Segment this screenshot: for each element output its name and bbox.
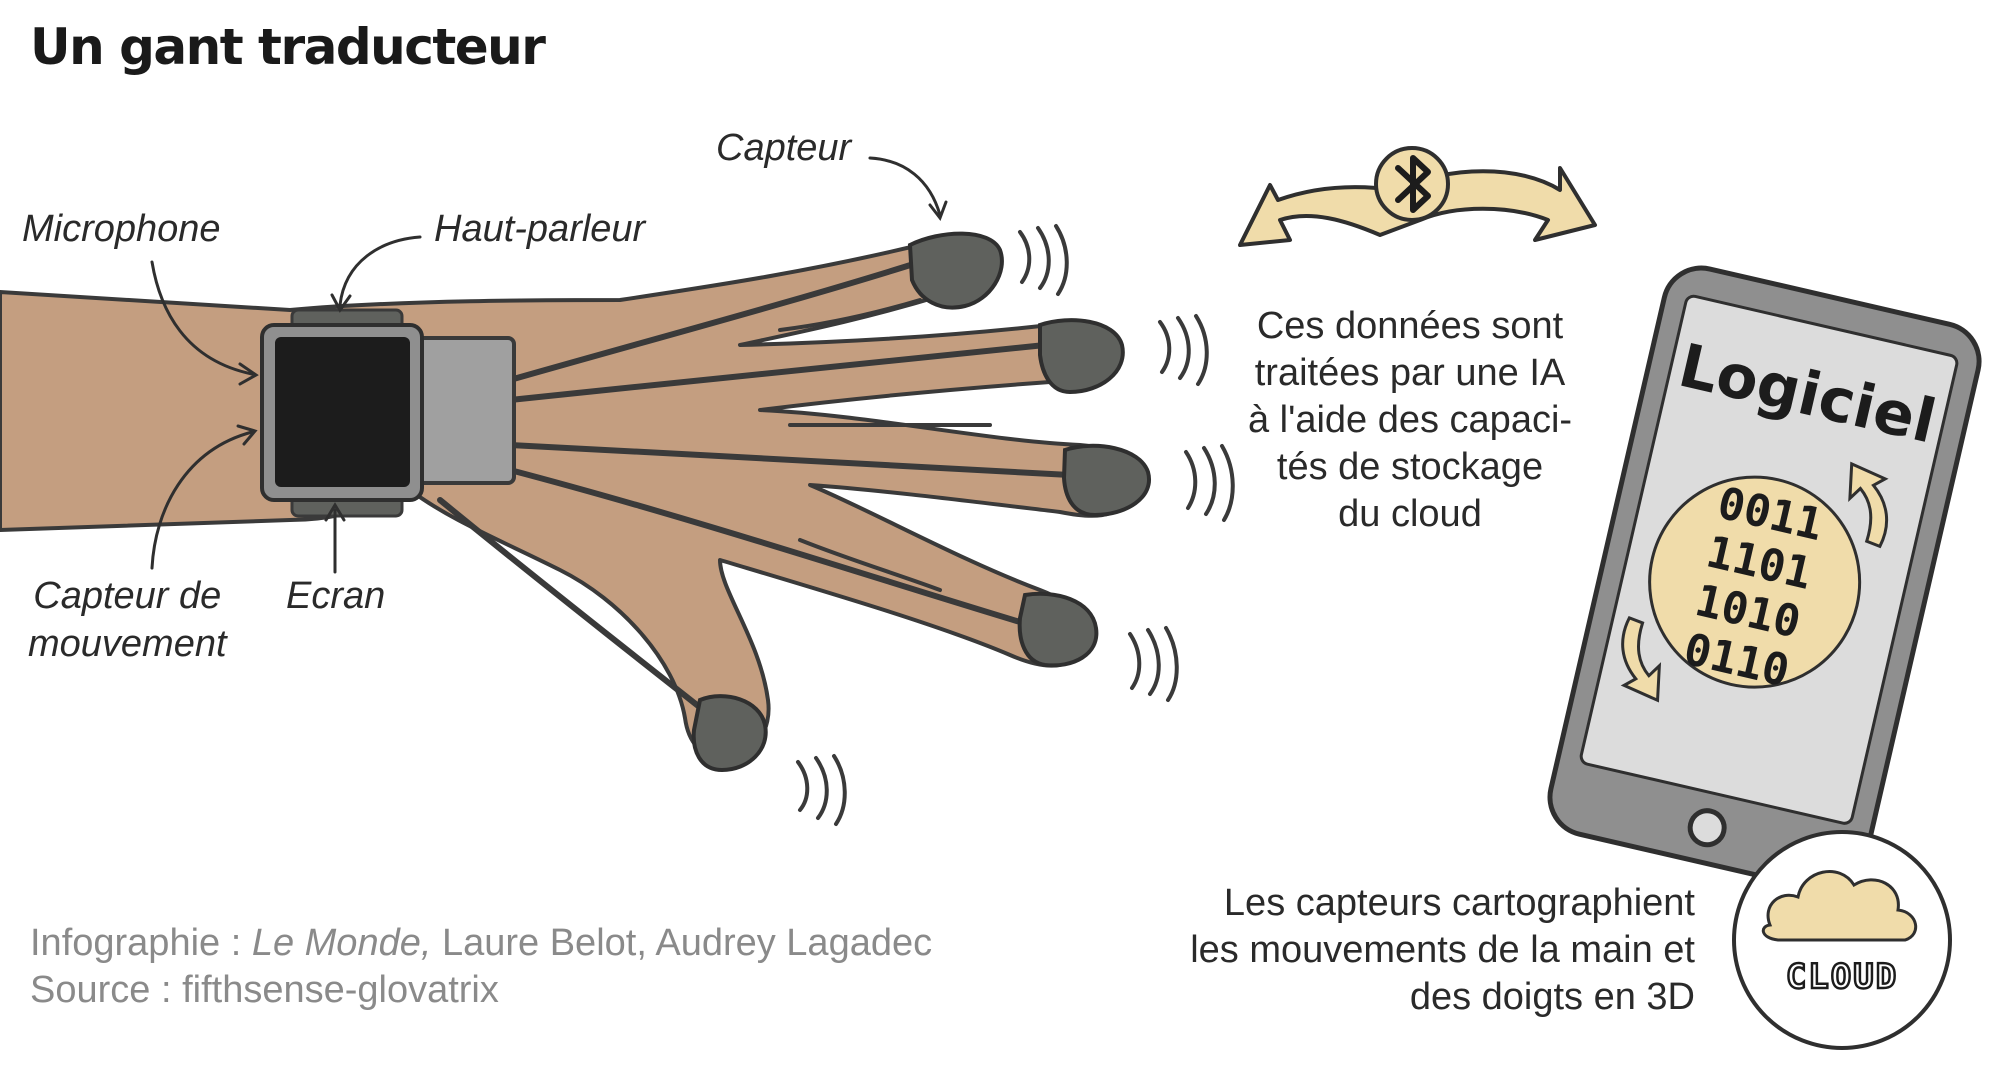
info-line: du cloud [1338, 493, 1482, 535]
phone-home-button [1687, 808, 1727, 848]
label-capteur-mouvement-line1: Capteur de [33, 575, 222, 617]
cloud-badge-label: CLOUD [1786, 957, 1898, 997]
sensor-ring [1061, 443, 1152, 518]
credits-publication: Le Monde, [251, 922, 432, 964]
sensor-thumb [691, 694, 768, 773]
info-line: les mouvements de la main et [1190, 929, 1695, 971]
sensor-pinky [1017, 591, 1099, 668]
label-capteur-mouvement-line2: mouvement [28, 623, 227, 665]
sensor-middle [1038, 318, 1125, 395]
label-capteur: Capteur [716, 127, 852, 169]
phone: Logiciel 0011 1101 1010 0110 [1547, 265, 1982, 893]
sensor-mapping-text: Les capteurs cartographient les mouvemen… [1130, 880, 1695, 1021]
device-screen [275, 337, 410, 487]
info-line: tés de stockage [1276, 446, 1544, 488]
label-ecran: Ecran [286, 575, 386, 617]
credits-authors: Laure Belot, Audrey Lagadec [431, 922, 933, 964]
info-line: Ces données sont [1256, 305, 1564, 347]
cloud-badge: CLOUD [1732, 830, 1952, 1050]
info-line: des doigts en 3D [1409, 976, 1695, 1018]
binary-disc [1648, 475, 1862, 689]
credits-prefix: Infographie : [30, 922, 252, 964]
label-pointers [150, 156, 948, 574]
label-microphone: Microphone [22, 208, 221, 250]
rotate-arrow-icon [1848, 461, 1889, 549]
wrist-band [416, 336, 516, 485]
credits: Infographie : Le Monde, Laure Belot, Aud… [30, 920, 932, 1014]
wrist-device [260, 308, 516, 518]
fingertip-sensors [691, 231, 1152, 773]
info-line: à l'aide des capaci- [1247, 399, 1573, 441]
info-line: traitées par une IA [1254, 352, 1566, 394]
vibration-marks [796, 224, 1235, 826]
page-title: Un gant traducteur [30, 18, 546, 76]
sensor-index [907, 231, 1004, 310]
credits-source: Source : fifthsense-glovatrix [30, 969, 499, 1011]
cloud-icon [1761, 870, 1918, 942]
rotate-arrow-icon [1620, 615, 1662, 703]
info-line: Les capteurs cartographient [1223, 882, 1695, 924]
label-haut-parleur: Haut-parleur [434, 208, 646, 250]
label-capteur-mouvement: Capteur de mouvement [28, 572, 227, 668]
cloud-processing-text: Ces données sont traitées par une IA à l… [1225, 303, 1595, 538]
bluetooth-transfer [1238, 146, 1597, 247]
credits-infographie: Infographie : Le Monde, Laure Belot, Aud… [30, 920, 932, 967]
